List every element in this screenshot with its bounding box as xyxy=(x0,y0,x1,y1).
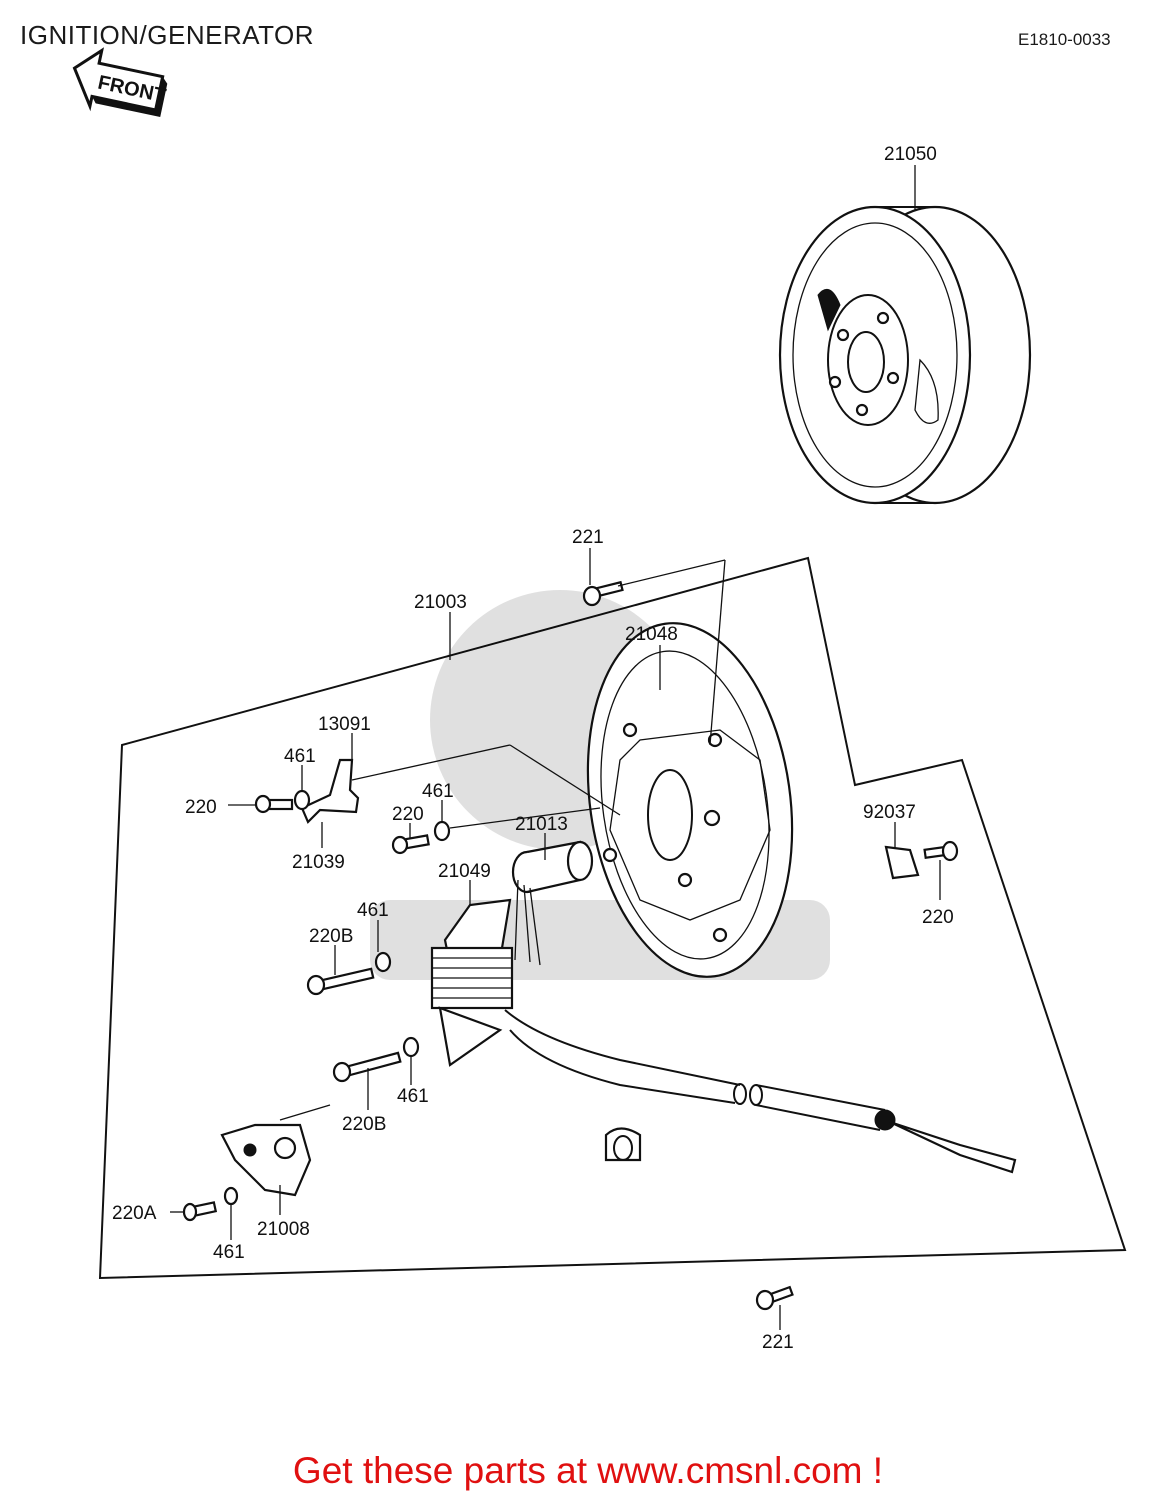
callout-461-d: 461 xyxy=(397,1086,429,1107)
callout-220-a: 220 xyxy=(185,797,217,818)
callout-21013: 21013 xyxy=(515,814,568,835)
callout-461-a: 461 xyxy=(284,746,316,767)
screw-220B-b xyxy=(332,1036,420,1083)
plate-92037 xyxy=(884,845,920,880)
callout-461-b: 461 xyxy=(422,781,454,802)
screw-221-top xyxy=(582,559,726,607)
screw-220A xyxy=(170,1186,239,1222)
leader-lines xyxy=(230,165,941,1330)
wire-harness xyxy=(504,1009,1017,1174)
callout-21048: 21048 xyxy=(625,624,678,645)
callout-220B-b: 220B xyxy=(342,1114,386,1135)
front-arrow-icon: FRONT xyxy=(72,47,168,118)
callout-220-b: 220 xyxy=(392,804,424,825)
callout-21049: 21049 xyxy=(438,861,491,882)
ignition-coil xyxy=(430,898,514,1067)
callout-21008: 21008 xyxy=(257,1219,310,1240)
screw-220-a xyxy=(228,789,311,814)
stator-plate xyxy=(586,622,794,978)
page-title: IGNITION/GENERATOR xyxy=(20,20,315,50)
callout-13091: 13091 xyxy=(318,714,371,735)
screw-220-b xyxy=(391,807,601,855)
screw-220-c xyxy=(923,840,959,862)
callout-461-e: 461 xyxy=(213,1242,245,1263)
callout-21039: 21039 xyxy=(292,852,345,873)
callout-220A: 220A xyxy=(112,1203,157,1224)
grommet xyxy=(604,1127,642,1162)
screw-221-bottom xyxy=(755,1285,794,1311)
diagram-code: E1810-0033 xyxy=(1018,30,1111,49)
bracket-13091 xyxy=(300,744,621,824)
callout-461-c: 461 xyxy=(357,900,389,921)
callout-92037: 92037 xyxy=(863,802,916,823)
callout-21050: 21050 xyxy=(884,144,937,165)
pickup-coil xyxy=(511,840,594,966)
callout-labels: 21050 221 21003 21048 13091 461 220 2103… xyxy=(112,144,954,1353)
neutral-switch xyxy=(220,1104,331,1197)
callout-221-bottom: 221 xyxy=(762,1332,794,1353)
callout-21003: 21003 xyxy=(414,592,467,613)
callout-220B-a: 220B xyxy=(309,926,353,947)
flywheel-rotor xyxy=(778,205,1032,505)
callout-221-top: 221 xyxy=(572,527,604,548)
cover-outline xyxy=(98,556,1127,1280)
screw-220B-a xyxy=(306,951,392,996)
footer-link-text[interactable]: Get these parts at www.cmsnl.com ! xyxy=(292,1450,884,1491)
callout-220-c: 220 xyxy=(922,907,954,928)
